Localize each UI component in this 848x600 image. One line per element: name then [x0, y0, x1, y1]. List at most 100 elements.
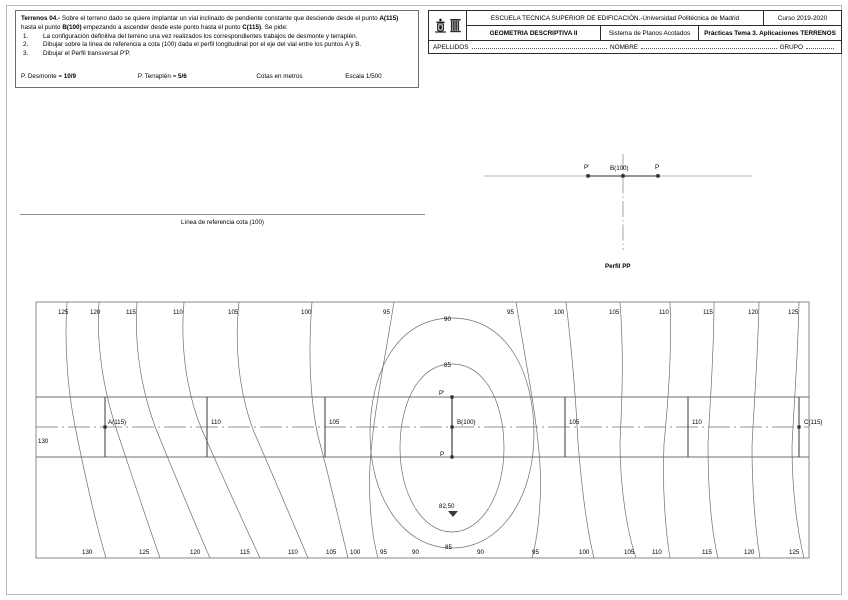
reference-line-100	[20, 214, 425, 215]
bottom-label-12: 95	[532, 549, 539, 556]
map-station-label-110-left: 110	[211, 419, 221, 426]
grupo-input[interactable]	[806, 43, 834, 49]
statement-point-c: C(115)	[242, 23, 262, 31]
contour-105-right	[619, 302, 637, 558]
etsem-building-icon	[448, 17, 462, 34]
upm-crest-icon	[433, 17, 447, 34]
statement-lead-mid: hasta el punto	[21, 23, 63, 31]
top-label-5: 100	[301, 309, 312, 316]
map-station-label-105-right: 105	[569, 419, 580, 426]
bottom-label-7: 95	[380, 549, 387, 556]
top-label-14: 125	[788, 309, 799, 316]
contour-120-left	[98, 302, 161, 558]
contour-120-right	[751, 302, 761, 558]
title-block-rows: ESCUELA TECNICA SUPERIOR DE EDIFICACIÓN.…	[467, 11, 841, 40]
statement-item-2-text: Dibujar sobre la línea de referencia a c…	[43, 41, 362, 49]
statement-item-3: 3. Dibujar el Perfil transversal P'P.	[21, 50, 413, 59]
apellidos-input[interactable]	[471, 43, 608, 49]
param-desmonte: P. Desmonte = 10/9	[21, 73, 138, 82]
top-label-0: 125	[58, 309, 69, 316]
bottom-label-3: 115	[240, 549, 250, 556]
statement-item-3-number: 3.	[23, 49, 29, 57]
title-block-logo-cell	[429, 11, 467, 40]
statement-point-a: A(115)	[379, 15, 399, 22]
statement-item-1-number: 1.	[23, 32, 29, 40]
topographic-map: A(115) B(100) C(115) P' P 110 105 105 11…	[35, 301, 822, 559]
school-name: ESCUELA TECNICA SUPERIOR DE EDIFICACIÓN.…	[490, 14, 740, 22]
top-label-9: 100	[554, 309, 565, 316]
top-label-11: 110	[659, 309, 669, 316]
academic-year: Curso 2019-2020	[763, 11, 841, 25]
top-label-13: 120	[748, 309, 759, 316]
contour-95-right	[515, 302, 541, 558]
bottom-label-8: 90	[412, 549, 419, 556]
bottom-label-15: 110	[652, 549, 662, 556]
contour-115-left	[136, 302, 211, 558]
depression-triangle-icon	[448, 511, 458, 517]
perfil-marker-b	[621, 174, 625, 178]
statement-parameters-row: P. Desmonte = 10/9 P. Terraplén = 5/6 Co…	[21, 73, 415, 82]
statement-title: Terrenos 04.-	[21, 15, 61, 22]
bottom-label-11: 90	[477, 549, 484, 556]
contour-125-left	[65, 302, 107, 558]
map-label-a: A(115)	[108, 419, 126, 426]
reference-line-label: Línea de referencia cota (100)	[181, 219, 264, 226]
contour-100-left	[309, 302, 349, 558]
map-station-label-105-left: 105	[329, 419, 340, 426]
top-label-3: 110	[173, 309, 183, 316]
sheet-border	[6, 5, 842, 595]
perfil-marker-p-prime	[586, 174, 590, 178]
statement-item-2: 2. Dibujar sobre la línea de referencia …	[21, 41, 413, 50]
bottom-label-9: 85	[445, 544, 452, 551]
title-block-row-1: ESCUELA TECNICA SUPERIOR DE EDIFICACIÓN.…	[467, 11, 841, 26]
grupo-label: GRUPO	[779, 43, 803, 51]
map-marker-a	[103, 425, 107, 429]
bottom-label-16: 115	[702, 549, 712, 556]
perfil-marker-p	[656, 174, 660, 178]
nombre-input[interactable]	[641, 43, 777, 49]
param-cotas: Cotas en metros	[256, 73, 303, 81]
param-terraplen: P. Terraplén = 5/6	[138, 73, 257, 82]
contour-110-left	[182, 302, 261, 558]
statement-point-b: B(100)	[62, 23, 82, 31]
map-label-p: P	[440, 451, 444, 458]
practice-topic: Prácticas Tema 3. Aplicaciones TERRENOS	[698, 26, 841, 40]
perfil-label-p-prime: P'	[584, 164, 589, 171]
apellidos-label: APELLIDOS	[433, 43, 469, 51]
bottom-label-4: 110	[288, 549, 298, 556]
bottom-label-5: 105	[326, 549, 337, 556]
perfil-pp-diagram: P' B(100) P Perfil PP	[484, 154, 752, 270]
bottom-label-1: 125	[139, 549, 150, 556]
contour-105-left	[236, 302, 309, 558]
statement-requirements-list: 1. La configuración definitiva del terre…	[21, 33, 413, 59]
bottom-label-2: 120	[190, 549, 201, 556]
contour-85-closed	[399, 363, 505, 533]
contour-90-closed	[369, 317, 535, 549]
param-escala: Escala 1/500	[345, 73, 382, 81]
contour-100-right	[565, 302, 595, 558]
map-label-p-prime: P'	[439, 390, 444, 397]
title-block: ESCUELA TECNICA SUPERIOR DE EDIFICACIÓN.…	[428, 10, 842, 54]
statement-item-1: 1. La configuración definitiva del terre…	[21, 33, 413, 42]
statement-item-3-text: Dibujar el Perfil transversal P'P.	[43, 49, 131, 57]
statement-lead-end: . Se pide:	[261, 23, 288, 31]
perfil-label-b: B(100)	[610, 165, 629, 172]
subject-name: GEOMETRIA DESCRIPTIVA II	[489, 29, 578, 37]
student-fields-row: APELLIDOS NOMBRE GRUPO	[429, 41, 841, 53]
bottom-contour-labels: 130 125 120 115 110 105 100 95 90 85 90 …	[82, 544, 800, 556]
statement-lead-rest: Sobre el terreno dado se quiere implanta…	[60, 15, 380, 22]
top-label-4: 105	[228, 309, 239, 316]
top-label-6: 95	[383, 309, 390, 316]
problem-statement-box: Terrenos 04.- Sobre el terreno dado se q…	[15, 10, 419, 88]
reference-line-area: Línea de referencia cota (100)	[20, 214, 425, 226]
bottom-label-17: 120	[744, 549, 755, 556]
param-terraplen-value: 5/6	[178, 73, 187, 81]
param-desmonte-label: P. Desmonte =	[21, 73, 64, 81]
bottom-label-6: 100	[350, 549, 361, 556]
top-label-1: 120	[90, 309, 101, 316]
map-label-left-edge-130: 130	[38, 438, 49, 445]
bottom-label-0: 130	[82, 549, 93, 556]
contour-110-right	[663, 302, 671, 558]
contour-95-left	[369, 302, 395, 558]
